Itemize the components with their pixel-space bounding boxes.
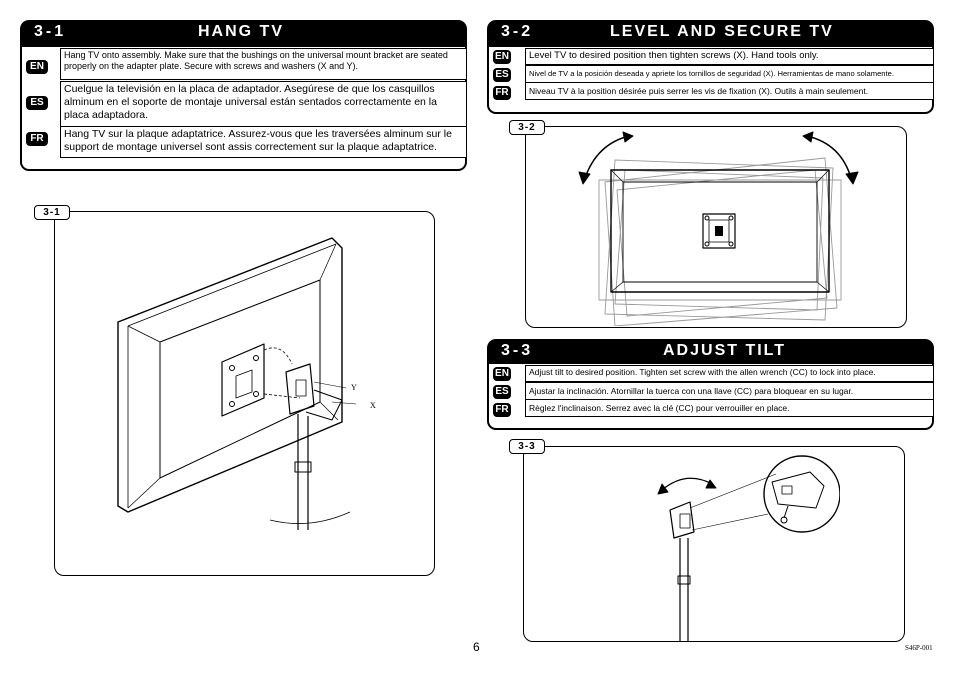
section-3-1-number: 3-1	[34, 23, 67, 40]
figure-3-3-tag: 3-3	[509, 439, 545, 454]
section-3-1-panel: EN Hang TV onto assembly. Make sure that…	[20, 47, 467, 171]
tilt-illustration	[657, 455, 840, 642]
hang-text-en: Hang TV onto assembly. Make sure that th…	[60, 48, 467, 80]
section-3-2-title: LEVEL AND SECURE TV	[610, 23, 834, 40]
screw-label-x: X	[370, 401, 376, 410]
lang-badge-fr: FR	[493, 86, 511, 100]
tilt-text-es: Ajustar la inclinación. Atornillar la tu…	[525, 382, 934, 400]
figure-3-2-frame	[525, 126, 907, 328]
lang-badge-es: ES	[26, 96, 48, 110]
figure-3-1-tag: 3-1	[34, 205, 70, 220]
lang-badge-es: ES	[493, 68, 511, 82]
lang-badge-en: EN	[26, 60, 48, 74]
section-3-1-header: 3-1 HANG TV	[20, 20, 467, 47]
level-text-es: Nivel de TV a la posición deseada y apri…	[525, 65, 934, 83]
figure-3-1-frame	[54, 211, 435, 576]
lang-badge-fr: FR	[26, 132, 48, 146]
level-text-en: Level TV to desired position then tighte…	[525, 48, 934, 65]
section-3-3-panel: EN Adjust tilt to desired position. Tigh…	[487, 364, 934, 430]
lang-badge-fr: FR	[493, 403, 511, 417]
section-3-1-title: HANG TV	[198, 23, 284, 40]
tilt-text-en: Adjust tilt to desired position. Tighten…	[525, 365, 934, 382]
tilt-text-fr: Règlez l'inclinaison. Serrez avec la clé…	[525, 399, 934, 417]
section-3-2-panel: EN Level TV to desired position then tig…	[487, 47, 934, 114]
screw-label-y: Y	[351, 383, 357, 392]
section-3-3-title: ADJUST TILT	[663, 342, 787, 359]
tv-mount-illustration	[117, 237, 357, 530]
document-code: S46P-001	[905, 644, 933, 652]
lang-badge-en: EN	[493, 50, 511, 64]
level-tv-illustration	[578, 131, 859, 326]
figure-3-3-frame	[523, 446, 905, 642]
section-3-2-header: 3-2 LEVEL AND SECURE TV	[487, 20, 934, 47]
hang-text-fr: Hang TV sur la plaque adaptatrice. Assur…	[60, 126, 467, 158]
section-3-2-number: 3-2	[501, 23, 534, 40]
section-3-3-number: 3-3	[501, 342, 534, 359]
section-3-3-header: 3-3 ADJUST TILT	[487, 339, 934, 364]
figure-3-2-tag: 3-2	[509, 120, 545, 135]
lang-badge-en: EN	[493, 367, 511, 381]
level-text-fr: Niveau TV à la position désirée puis ser…	[525, 82, 934, 100]
page-number: 6	[473, 640, 480, 654]
hang-text-es: Cuelgue la televisión en la placa de ada…	[60, 81, 467, 127]
lang-badge-es: ES	[493, 385, 511, 399]
